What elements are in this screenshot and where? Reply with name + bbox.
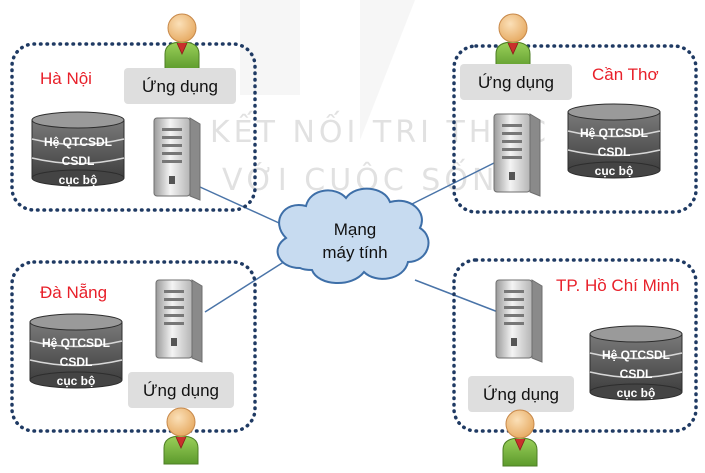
site-box-cantho: [452, 44, 698, 214]
user-icon: [164, 13, 200, 71]
site-boxes: [10, 42, 698, 433]
watermark-line-1: KẾT NỐI TRI THỨC: [210, 110, 550, 150]
network-label-line-1: Mạng: [334, 220, 377, 239]
watermark: KẾT NỐI TRI THỨC VỚI CUỘC SỐNG: [210, 0, 550, 198]
db-label-line-3: cục bộ: [595, 164, 634, 178]
server-icon: [155, 279, 203, 363]
app-box-hcm: [468, 376, 574, 412]
db-label-line-1: Hệ QTCSDL: [44, 135, 112, 149]
site-danang: Đà Nẵng Hệ QTCSDL CSDL cục bộ Ứng dụng: [29, 279, 234, 465]
site-hanoi: Hà Nội Ứng dụng Hệ QTCSDL CSDL cục bộ: [31, 13, 236, 201]
app-box-hanoi: [124, 68, 236, 104]
db-label-line-2: CSDL: [62, 154, 95, 168]
city-label-danang: Đà Nẵng: [40, 283, 107, 302]
link-hcm: [414, 279, 499, 313]
db-label-line-2: CSDL: [598, 145, 631, 159]
site-hcm: TP. Hồ Chí Minh Hệ QTCSDL CSDL cục bộ Ứn…: [468, 276, 683, 467]
user-icon: [495, 13, 531, 71]
user-icon: [502, 409, 538, 467]
app-label-danang: Ứng dụng: [143, 381, 219, 400]
db-label-line-1: Hệ QTCSDL: [580, 126, 648, 140]
link-cantho: [409, 159, 501, 206]
user-icon: [163, 407, 199, 465]
db-label-line-3: cục bộ: [59, 173, 98, 187]
network-cloud: Mạng máy tính: [276, 187, 430, 285]
app-label-hanoi: Ứng dụng: [142, 77, 218, 96]
site-cantho: Cần Thơ Ứng dụng Hệ QTCSDL CSDL cục bộ: [460, 13, 661, 197]
site-box-hanoi: [10, 42, 257, 212]
db-label-line-1: Hệ QTCSDL: [42, 336, 110, 350]
server-icon: [495, 279, 543, 363]
network-label-line-2: máy tính: [322, 243, 387, 262]
city-label-hcm: TP. Hồ Chí Minh: [556, 276, 679, 295]
app-box-danang: [128, 372, 234, 408]
db-label-line-2: CSDL: [620, 367, 653, 381]
city-label-hanoi: Hà Nội: [40, 69, 92, 88]
app-label-cantho: Ứng dụng: [478, 73, 554, 92]
site-box-hcm: [452, 258, 698, 433]
app-label-hcm: Ứng dụng: [483, 385, 559, 404]
db-label-line-1: Hệ QTCSDL: [602, 348, 670, 362]
db-label-line-3: cục bộ: [57, 374, 96, 388]
db-label-line-2: CSDL: [60, 355, 93, 369]
db-label-line-3: cục bộ: [617, 386, 656, 400]
server-icon: [493, 113, 541, 197]
link-danang: [204, 257, 291, 313]
server-icon: [153, 117, 201, 201]
network-links: [199, 159, 501, 313]
site-box-danang: [10, 260, 257, 433]
app-box-cantho: [460, 64, 572, 100]
city-label-cantho: Cần Thơ: [592, 65, 659, 84]
